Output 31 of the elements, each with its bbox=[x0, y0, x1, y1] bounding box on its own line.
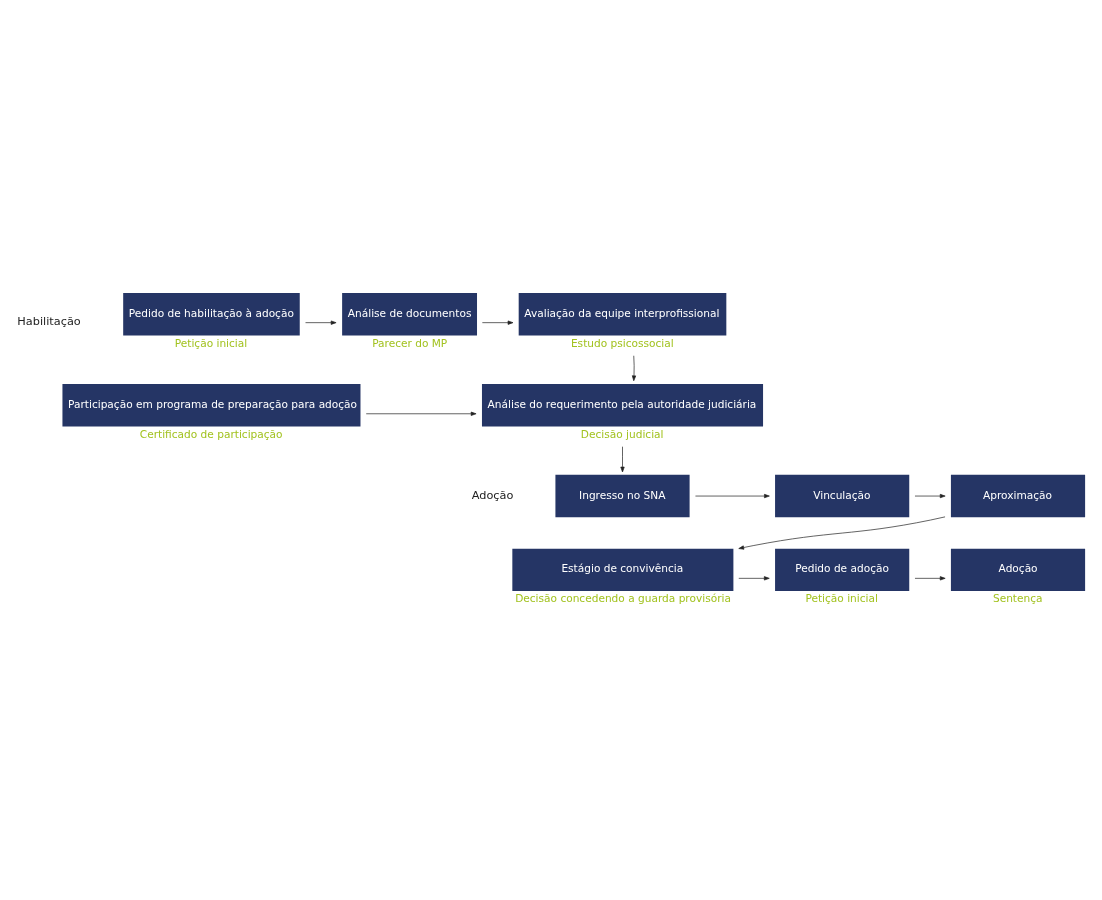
node-box: Pedido de adoção bbox=[775, 548, 910, 591]
arrow bbox=[738, 575, 770, 580]
arrow bbox=[914, 493, 946, 498]
node-label: Decisão judicial bbox=[580, 427, 664, 440]
arrow bbox=[481, 320, 514, 325]
node-label: Certificado de participação bbox=[139, 427, 283, 440]
node-label: Sentença bbox=[992, 591, 1043, 604]
node-label: Petição inicial bbox=[174, 336, 248, 349]
node-box: Análise do requerimento pela autoridade judiciária bbox=[481, 383, 764, 426]
arrow bbox=[738, 516, 946, 550]
node-box: Pedido de habilitação à adoção bbox=[123, 292, 300, 335]
node-box: Ingresso no SNA bbox=[555, 474, 690, 517]
arrow bbox=[365, 411, 477, 416]
arrow bbox=[631, 354, 637, 381]
label: Adoção bbox=[471, 488, 514, 502]
node-label: Estudo psicossocial bbox=[570, 336, 674, 349]
arrow bbox=[914, 575, 946, 580]
node-label: Petição inicial bbox=[805, 591, 878, 604]
node-box: Estágio de convivência bbox=[512, 548, 734, 591]
node-box: Aproximação bbox=[950, 474, 1086, 517]
node-label: Parecer do MP bbox=[372, 336, 448, 349]
arrow bbox=[620, 445, 625, 472]
node-box: Análise de documentos bbox=[342, 292, 477, 335]
arrow bbox=[695, 493, 770, 498]
node-box: Adoção bbox=[950, 548, 1086, 591]
node-box: Vinculação bbox=[775, 474, 910, 517]
node-box: Avaliação da equipe interprofissional bbox=[518, 292, 727, 335]
label: Habilitação bbox=[17, 314, 81, 328]
arrow bbox=[305, 320, 337, 325]
node-box: Participação em programa de preparação para adoção bbox=[62, 383, 361, 426]
node-label: Decisão concedendo a guarda provisória bbox=[515, 591, 731, 604]
